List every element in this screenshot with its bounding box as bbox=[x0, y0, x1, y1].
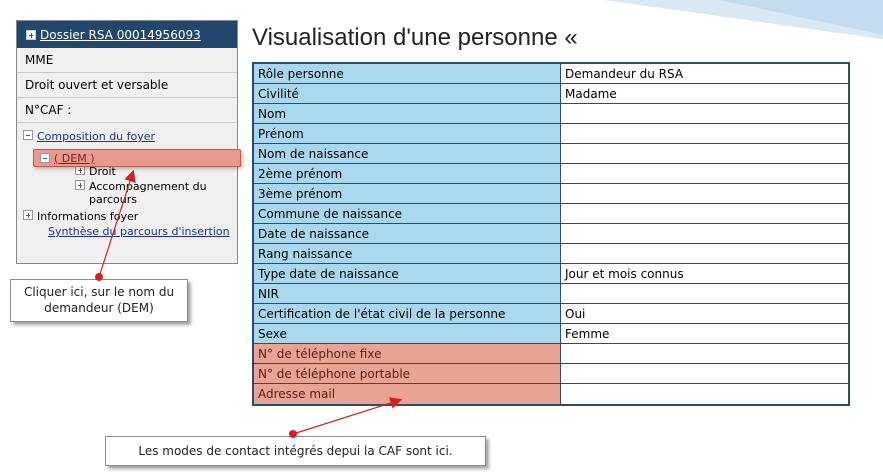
caf-number-label: N°CAF : bbox=[17, 98, 237, 123]
row-value bbox=[561, 364, 848, 383]
row-value bbox=[561, 204, 848, 223]
sidebar-header: Dossier RSA 00014956093 bbox=[17, 21, 237, 48]
row-label: Adresse mail bbox=[254, 384, 561, 404]
table-row: Date de naissance bbox=[254, 224, 848, 244]
dossier-link[interactable]: Dossier RSA 00014956093 bbox=[40, 27, 201, 42]
row-label: Date de naissance bbox=[254, 224, 561, 243]
row-label: Commune de naissance bbox=[254, 204, 561, 223]
dem-item-highlighted[interactable]: ( DEM ) bbox=[33, 149, 241, 167]
row-value bbox=[561, 344, 848, 363]
row-value bbox=[561, 244, 848, 263]
row-value bbox=[561, 164, 848, 183]
callout-dem-hint: Cliquer ici, sur le nom du demandeur (DE… bbox=[10, 279, 188, 322]
table-row: Nom bbox=[254, 104, 848, 124]
status-text: Droit ouvert et versable bbox=[17, 73, 237, 98]
row-value bbox=[561, 284, 848, 303]
row-label: Nom de naissance bbox=[254, 144, 561, 163]
table-row: 2ème prénom bbox=[254, 164, 848, 184]
row-label: Rang naissance bbox=[254, 244, 561, 263]
row-value: Madame bbox=[561, 84, 848, 103]
tree-item-accompagnement[interactable]: Accompagnement du parcours bbox=[23, 180, 237, 206]
table-row: N° de téléphone portable bbox=[254, 364, 848, 384]
row-value: Demandeur du RSA bbox=[561, 64, 848, 83]
sidebar-tree: Composition du foyer Droit Accompagnemen… bbox=[17, 123, 241, 238]
row-value: Oui bbox=[561, 304, 848, 323]
row-label: 3ème prénom bbox=[254, 184, 561, 203]
expand-icon[interactable] bbox=[23, 210, 33, 220]
tree-item-informations[interactable]: Informations foyer bbox=[23, 210, 237, 223]
table-row: Prénom bbox=[254, 124, 848, 144]
table-row: 3ème prénom bbox=[254, 184, 848, 204]
table-row: Rang naissance bbox=[254, 244, 848, 264]
row-label: Sexe bbox=[254, 324, 561, 343]
table-row: Adresse mail bbox=[254, 384, 848, 404]
row-label: Certification de l'état civil de la pers… bbox=[254, 304, 561, 323]
row-value bbox=[561, 384, 848, 404]
collapse-icon[interactable] bbox=[23, 130, 33, 140]
row-value bbox=[561, 124, 848, 143]
row-label: N° de téléphone fixe bbox=[254, 344, 561, 363]
page-title: Visualisation d'une personne « bbox=[252, 24, 578, 51]
row-label: Prénom bbox=[254, 124, 561, 143]
row-value bbox=[561, 184, 848, 203]
expand-icon[interactable] bbox=[75, 180, 85, 190]
row-label: Civilité bbox=[254, 84, 561, 103]
accompagnement-label: Accompagnement du parcours bbox=[89, 180, 207, 206]
row-label: 2ème prénom bbox=[254, 164, 561, 183]
row-label: NIR bbox=[254, 284, 561, 303]
row-label: Rôle personne bbox=[254, 64, 561, 83]
row-label: Nom bbox=[254, 104, 561, 123]
table-row: Nom de naissance bbox=[254, 144, 848, 164]
synthese-link[interactable]: Synthèse du parcours d'insertion bbox=[48, 225, 230, 238]
tree-item-composition[interactable]: Composition du foyer bbox=[23, 130, 237, 143]
expand-icon[interactable] bbox=[26, 29, 36, 40]
table-row: Certification de l'état civil de la pers… bbox=[254, 304, 848, 324]
collapse-icon[interactable] bbox=[40, 153, 50, 163]
table-row: Commune de naissance bbox=[254, 204, 848, 224]
composition-link[interactable]: Composition du foyer bbox=[37, 130, 156, 143]
sidebar: Dossier RSA 00014956093 MME Droit ouvert… bbox=[16, 20, 241, 264]
informations-label: Informations foyer bbox=[37, 210, 139, 223]
callout-contact-hint: Les modes de contact intégrés depui la C… bbox=[105, 436, 486, 466]
row-label: N° de téléphone portable bbox=[254, 364, 561, 383]
civility-text: MME bbox=[17, 48, 237, 73]
corner-decoration bbox=[583, 0, 883, 70]
row-value bbox=[561, 104, 848, 123]
dem-link[interactable]: ( DEM ) bbox=[54, 151, 95, 165]
row-value bbox=[561, 224, 848, 243]
table-row: N° de téléphone fixe bbox=[254, 344, 848, 364]
row-value: Femme bbox=[561, 324, 848, 343]
row-value bbox=[561, 144, 848, 163]
tree-item-synthese[interactable]: Synthèse du parcours d'insertion bbox=[23, 225, 237, 238]
table-row: NIR bbox=[254, 284, 848, 304]
row-label: Type date de naissance bbox=[254, 264, 561, 283]
row-value: Jour et mois connus bbox=[561, 264, 848, 283]
